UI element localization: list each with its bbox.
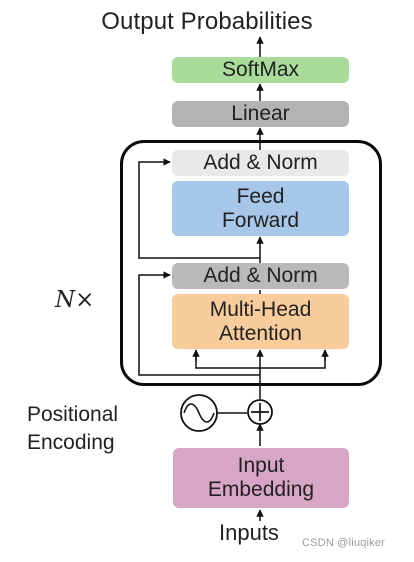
output-probabilities-label: Output Probabilities — [101, 8, 313, 35]
positional-encoding-line2: Encoding — [27, 431, 115, 455]
input-embedding-label-line2: Embedding — [207, 478, 315, 501]
add-norm-top-label: Add & Norm — [203, 151, 318, 175]
input-embedding-block: Input Embedding — [173, 448, 349, 508]
positional-encoding-line1: Positional — [27, 403, 119, 426]
repeat-n-label: N× — [55, 287, 95, 313]
watermark-label: CSDN @liuqiker — [302, 537, 386, 549]
add-norm-block-top: Add & Norm — [172, 150, 349, 176]
feed-forward-label-line1: Feed — [236, 184, 285, 208]
linear-label: Linear — [231, 102, 290, 126]
multi-head-attention-block: Multi-Head Attention — [172, 294, 349, 349]
add-norm-block-bottom: Add & Norm — [172, 263, 349, 289]
softmax-block: SoftMax — [172, 57, 349, 83]
softmax-label: SoftMax — [221, 58, 300, 82]
feed-forward-block: Feed Forward — [172, 181, 349, 236]
multi-head-label-line1: Multi-Head — [209, 297, 312, 321]
input-embedding-label-line1: Input — [237, 454, 285, 478]
circle-plus-icon — [247, 399, 273, 425]
add-norm-bottom-label: Add & Norm — [203, 264, 318, 288]
multi-head-label-line2: Attention — [219, 321, 302, 345]
sine-wave-circle-icon — [180, 394, 218, 432]
feed-forward-label-line2: Forward — [221, 208, 300, 232]
inputs-label: Inputs — [219, 520, 279, 545]
positional-encoding-label: Positional Encoding — [27, 401, 118, 458]
encoder-stack-frame — [120, 140, 382, 386]
linear-block: Linear — [172, 101, 349, 127]
